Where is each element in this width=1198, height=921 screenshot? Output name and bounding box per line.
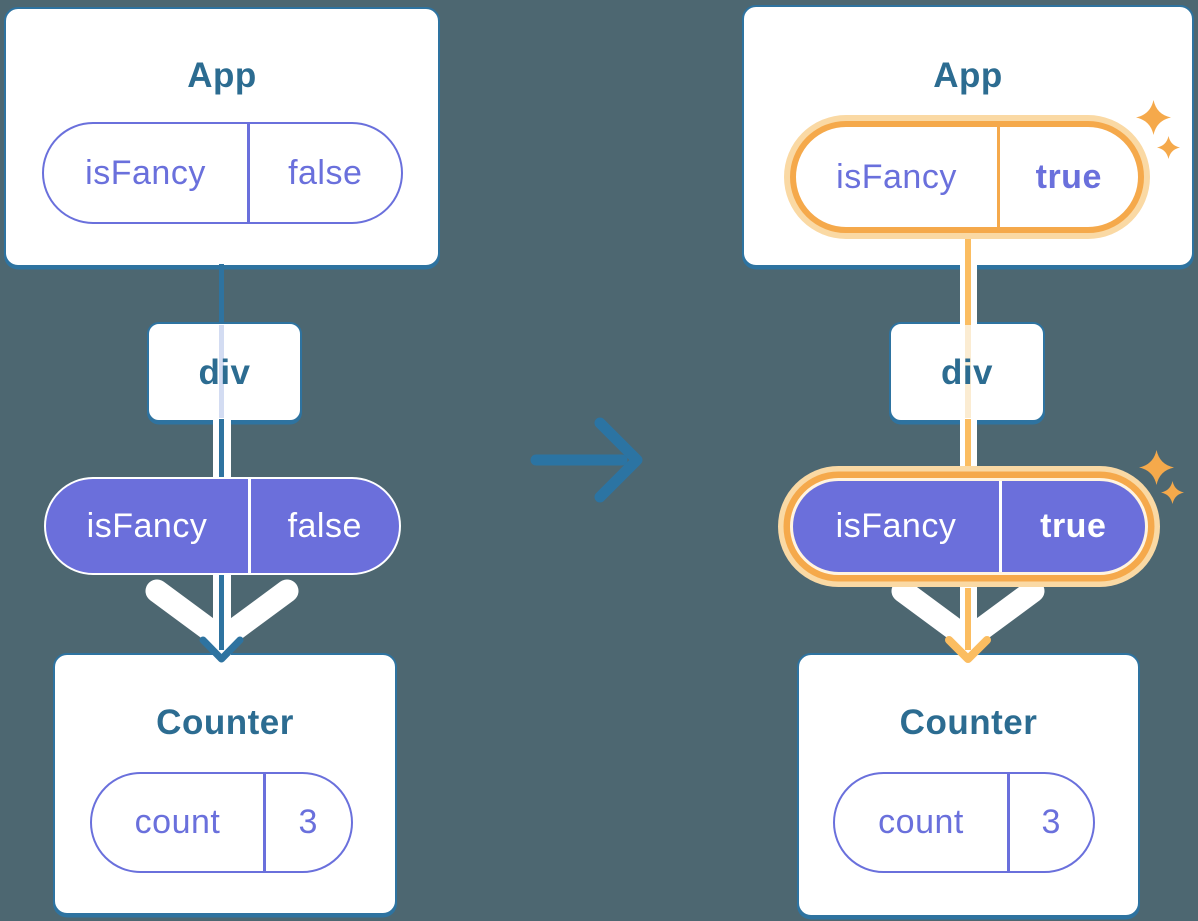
prop-line-through-div <box>219 325 224 418</box>
prop-line <box>965 230 971 267</box>
arrow-right-icon <box>530 417 643 503</box>
div-card <box>147 322 302 422</box>
pill-divider <box>997 127 1000 227</box>
sparkle-icon <box>1139 450 1174 485</box>
state-name: count <box>134 803 221 841</box>
div-title: div <box>198 353 251 392</box>
app-state-pill-highlighted: isFancy true <box>790 121 1144 233</box>
pill-divider <box>263 774 266 871</box>
sparkle-icon <box>1157 136 1180 159</box>
prop-name: isFancy <box>835 507 957 545</box>
counter-title: Counter <box>899 703 1038 742</box>
pill-divider <box>248 479 251 573</box>
counter-title: Counter <box>156 703 294 742</box>
div-title: div <box>940 353 994 392</box>
counter-state-pill: count 3 <box>833 772 1095 873</box>
prop-pill-highlighted: isFancy true <box>790 478 1148 575</box>
prop-pipe-line <box>965 419 971 479</box>
app-title: App <box>187 56 257 95</box>
sparkle-icon <box>1161 481 1184 504</box>
counter-state-pill: count 3 <box>90 772 353 873</box>
app-title: App <box>933 56 1003 95</box>
state-name: count <box>878 803 964 841</box>
prop-pipe-line <box>965 263 971 325</box>
prop-pill: isFancy false <box>44 477 401 575</box>
prop-value: true <box>1040 507 1107 545</box>
state-value: 3 <box>298 803 318 841</box>
prop-pipe <box>960 573 977 655</box>
pill-divider <box>999 481 1002 572</box>
app-state-pill: isFancy false <box>42 122 403 224</box>
state-value: false <box>288 153 363 192</box>
prop-line-through-div <box>965 325 971 418</box>
prop-name: isFancy <box>86 506 208 545</box>
prop-pipe-line <box>219 419 224 479</box>
prop-pipe <box>213 573 231 655</box>
connector-app-div <box>219 264 224 324</box>
pill-divider <box>247 124 250 222</box>
prop-value: false <box>287 506 362 545</box>
state-value: true <box>1035 157 1102 196</box>
sparkle-icon <box>1136 100 1171 135</box>
state-value: 3 <box>1041 803 1061 841</box>
pill-divider <box>1007 774 1010 871</box>
state-name: isFancy <box>836 157 957 196</box>
state-name: isFancy <box>85 153 206 192</box>
